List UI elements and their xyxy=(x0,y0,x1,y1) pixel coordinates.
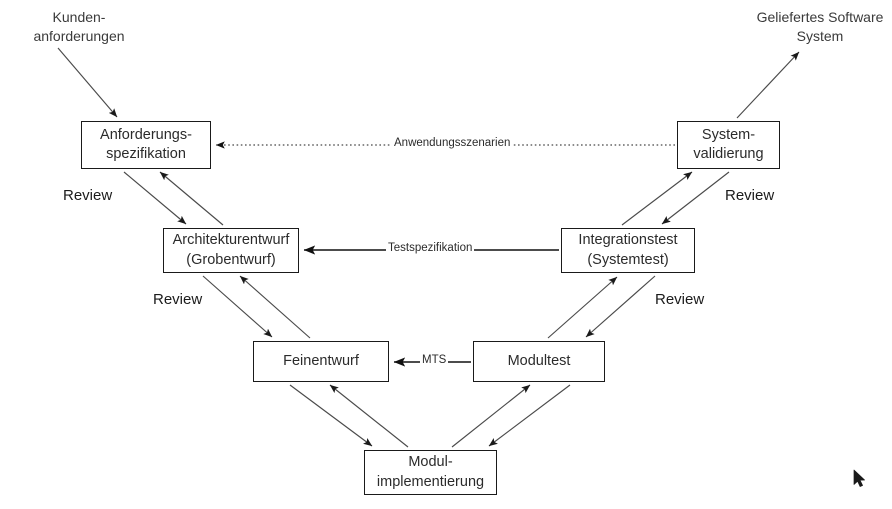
node-integrationstest[interactable]: Integrationstest (Systemtest) xyxy=(561,228,695,273)
connector-integrationstest-to-systemvalidierung xyxy=(621,171,693,226)
external-label-kundenanforderungen: Kunden- anforderungen xyxy=(33,9,125,44)
connector-input-to-anforderungsspezifikation xyxy=(57,47,118,118)
connector-modulimplementierung-to-feinentwurf xyxy=(329,384,409,448)
review-label-left-bottom: Review xyxy=(153,291,203,308)
edge-label-testspezifikation: Testspezifikation xyxy=(386,242,475,255)
connector-integrationstest-to-modultest xyxy=(585,275,656,338)
review-label-left-top: Review xyxy=(63,187,113,204)
node-feinentwurf[interactable]: Feinentwurf xyxy=(253,341,389,382)
connector-modulimplementierung-to-modultest xyxy=(451,384,531,448)
external-label-geliefertes-system: Geliefertes Software System xyxy=(756,9,884,44)
node-architekturentwurf[interactable]: Architekturentwurf (Grobentwurf) xyxy=(163,228,299,273)
edge-label-anwendungsszenarien: Anwendungsszenarien xyxy=(392,137,513,150)
node-anforderungsspezifikation[interactable]: Anforderungs- spezifikation xyxy=(81,121,211,169)
connector-feinentwurf-to-architekturentwurf xyxy=(239,275,311,339)
node-modultest[interactable]: Modultest xyxy=(473,341,605,382)
connector-feinentwurf-to-modulimplementierung xyxy=(289,384,373,447)
connector-modultest-to-modulimplementierung xyxy=(488,384,571,447)
connector-modultest-to-integrationstest xyxy=(547,276,618,339)
review-label-right-top: Review xyxy=(725,187,775,204)
node-systemvalidierung[interactable]: System- validierung xyxy=(677,121,780,169)
connector-architekturentwurf-to-feinentwurf xyxy=(202,275,273,338)
connector-architekturentwurf-to-anforderungsspezifikation xyxy=(159,171,224,226)
node-modulimplementierung[interactable]: Modul- implementierung xyxy=(364,450,497,495)
connector-systemvalidierung-to-output xyxy=(736,51,800,119)
mouse-cursor-icon xyxy=(853,469,865,487)
connector-anforderungsspezifikation-to-architekturentwurf xyxy=(123,171,187,225)
edge-label-mts: MTS xyxy=(420,354,449,367)
review-label-right-bottom: Review xyxy=(655,291,705,308)
connector-systemvalidierung-to-integrationstest xyxy=(661,171,730,225)
